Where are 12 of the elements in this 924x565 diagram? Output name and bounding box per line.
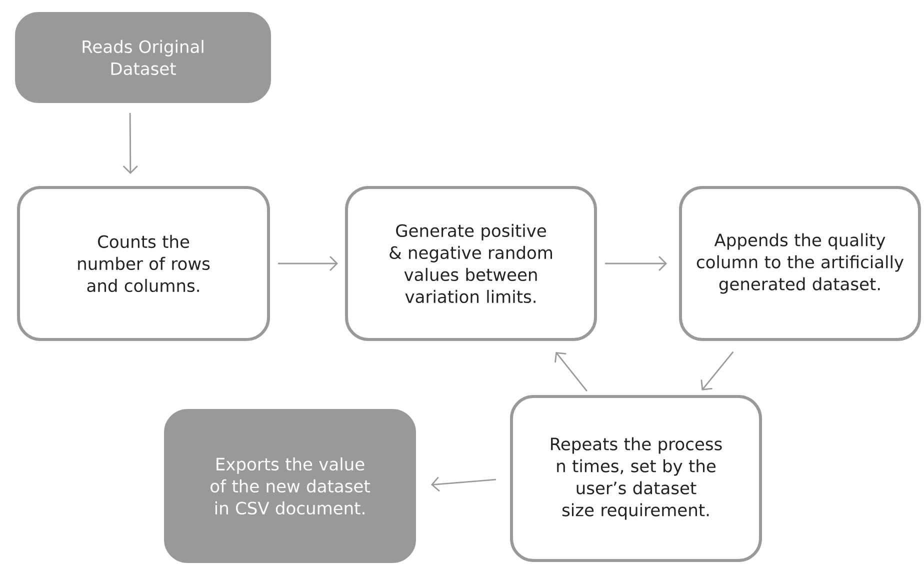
process-box: Reads Original Dataset <box>15 12 271 103</box>
arrow <box>430 476 496 492</box>
arrow <box>554 352 588 392</box>
process-box: Exports the value of the new dataset in CSV document. <box>164 408 416 563</box>
arrow <box>700 351 734 390</box>
process-box: Appends the quality column to the artificially generated dataset. <box>679 186 921 341</box>
process-box: Generate positive & negative random values between variation limits. <box>345 186 597 341</box>
arrow <box>605 256 667 271</box>
process-box: Repeats the process n times, set by the user’s dataset size requirement. <box>510 394 762 562</box>
process-box: Counts the number of rows and columns. <box>17 186 270 341</box>
arrow <box>278 256 338 271</box>
arrow <box>122 113 138 174</box>
